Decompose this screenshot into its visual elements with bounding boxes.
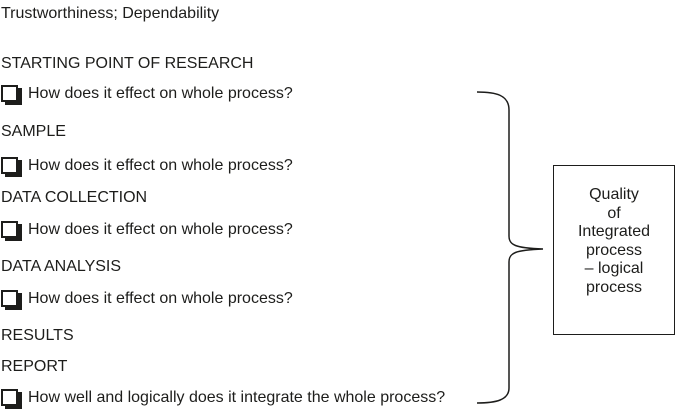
stage-heading-results: RESULTS	[1, 327, 74, 344]
checkbox-icon	[1, 388, 18, 406]
question-row: How does it effect on whole process?	[1, 153, 293, 177]
stage-heading-data-collection: DATA COLLECTION	[1, 189, 148, 206]
checkbox-icon	[1, 289, 18, 307]
stage-heading-report: REPORT	[1, 358, 68, 375]
quality-callout-box: Quality of Integrated process – logical …	[553, 165, 675, 335]
question-row: How does it effect on whole process?	[1, 217, 293, 241]
stage-heading-sample: SAMPLE	[1, 123, 66, 140]
figure-title: Trustworthiness; Dependability	[1, 5, 220, 22]
question-label: How does it effect on whole process?	[28, 289, 293, 307]
question-row: How does it effect on whole process?	[1, 81, 293, 105]
right-curly-brace-icon	[476, 91, 544, 404]
question-row: How well and logically does it integrate…	[1, 385, 445, 409]
question-row: How does it effect on whole process?	[1, 286, 293, 310]
checkbox-icon	[1, 84, 18, 102]
question-label: How well and logically does it integrate…	[28, 388, 446, 406]
question-label: How does it effect on whole process?	[28, 84, 293, 102]
stage-heading-data-analysis: DATA ANALYSIS	[1, 258, 122, 275]
question-label: How does it effect on whole process?	[28, 156, 293, 174]
checkbox-icon	[1, 156, 18, 174]
checkbox-icon	[1, 220, 18, 238]
question-label: How does it effect on whole process?	[28, 220, 293, 238]
stage-heading-starting-point: STARTING POINT OF RESEARCH	[1, 55, 254, 72]
quality-callout-text: Quality of Integrated process – logical …	[577, 186, 651, 296]
